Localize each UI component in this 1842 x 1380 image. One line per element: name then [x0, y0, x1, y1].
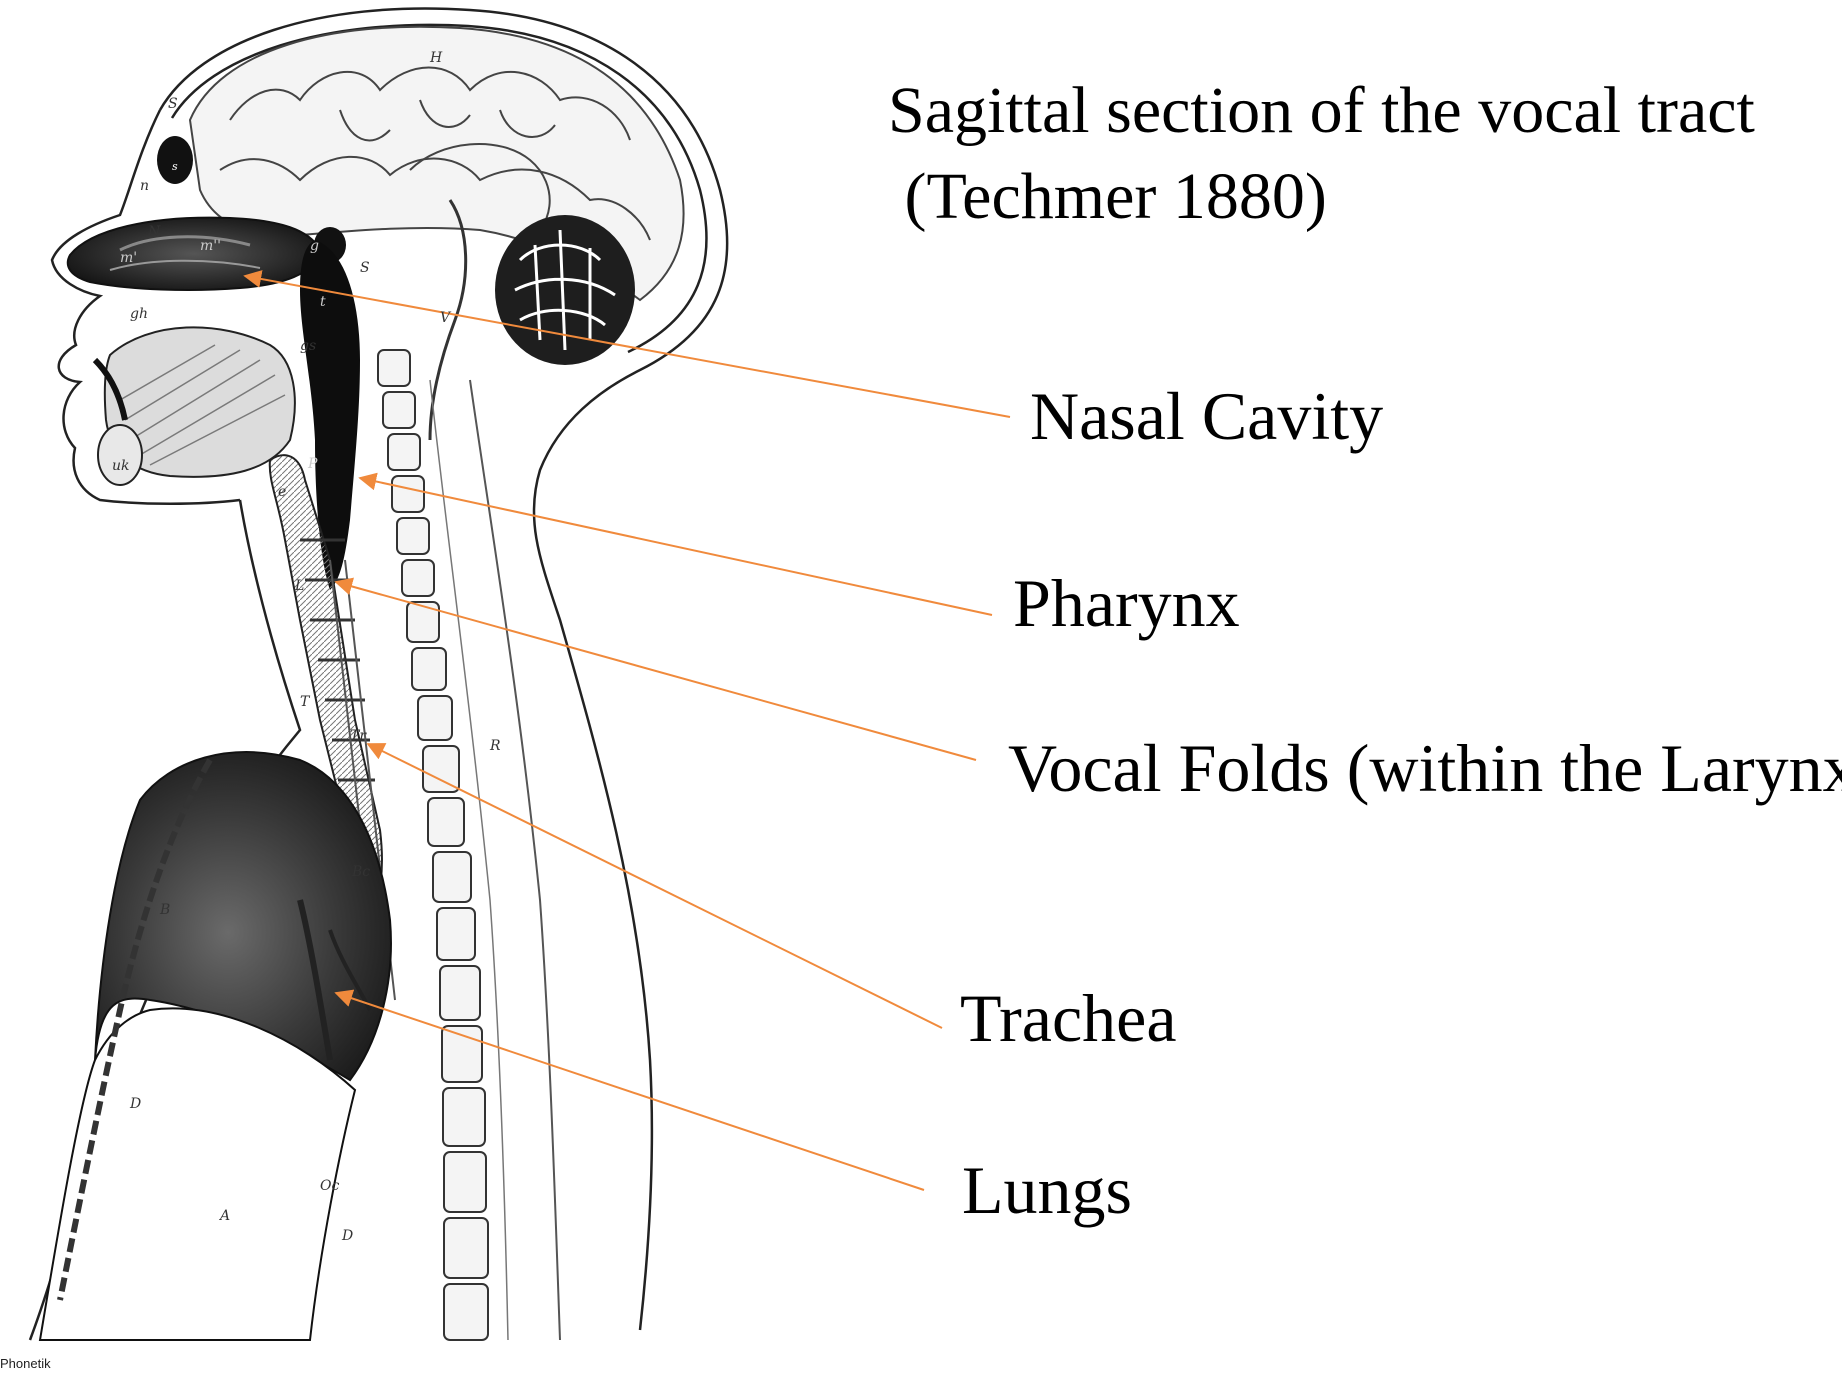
spine — [377, 349, 489, 1341]
svg-text:H: H — [429, 50, 443, 66]
pointer-lines — [243, 270, 1011, 1191]
svg-text:L: L — [294, 578, 304, 594]
svg-text:uk: uk — [112, 458, 130, 474]
cerebellum — [495, 215, 635, 365]
label-trachea: Trachea — [960, 980, 1177, 1056]
svg-text:e: e — [278, 484, 286, 500]
pointer-vocal-folds — [334, 577, 977, 761]
svg-text:V: V — [440, 310, 452, 326]
pointer-nasal-cavity — [243, 270, 1011, 418]
svg-text:P: P — [307, 456, 318, 472]
svg-text:R: R — [489, 738, 501, 754]
svg-text:g: g — [310, 238, 319, 254]
svg-text:S: S — [360, 260, 370, 276]
figure-letters: H S s n N m' m'' gh g S V t gs P uk e L … — [112, 50, 501, 1244]
svg-text:m'': m'' — [200, 238, 221, 254]
svg-text:Bc: Bc — [351, 864, 370, 880]
svg-text:D: D — [341, 1228, 353, 1244]
pointer-pharynx — [358, 472, 993, 616]
label-pharynx: Pharynx — [1013, 565, 1240, 641]
larynx-trachea — [268, 454, 396, 1001]
svg-text:gs: gs — [300, 338, 316, 354]
spinal-cord-line — [429, 379, 509, 1341]
svg-text:S: S — [168, 96, 178, 112]
spinal-process-line — [469, 379, 561, 1341]
label-nasal-cavity: Nasal Cavity — [1030, 378, 1384, 454]
svg-text:A: A — [218, 1208, 230, 1224]
pointer-trachea — [366, 743, 943, 1029]
svg-text:Tr: Tr — [350, 728, 367, 744]
svg-text:Oc: Oc — [320, 1178, 339, 1194]
pointer-lungs — [334, 989, 925, 1191]
svg-text:t: t — [320, 294, 326, 310]
diagram-title: Sagittal section of the vocal tract (Tec… — [888, 74, 1755, 233]
source-credit: Phonetik — [0, 1356, 51, 1371]
svg-text:N: N — [147, 224, 161, 240]
svg-text:B: B — [159, 902, 170, 918]
svg-text:n: n — [140, 178, 149, 194]
svg-text:gh: gh — [130, 306, 148, 322]
oral-cavity — [92, 326, 296, 486]
svg-text:T: T — [300, 694, 311, 710]
sternum — [57, 758, 213, 1301]
svg-text:D: D — [129, 1096, 141, 1112]
label-lungs: Lungs — [962, 1152, 1132, 1228]
label-vocal-folds: Vocal Folds (within the Larynx) — [1008, 730, 1842, 806]
svg-text:s: s — [172, 160, 178, 173]
svg-text:m': m' — [120, 250, 137, 266]
thorax — [38, 751, 392, 1341]
pharynx — [300, 240, 360, 590]
